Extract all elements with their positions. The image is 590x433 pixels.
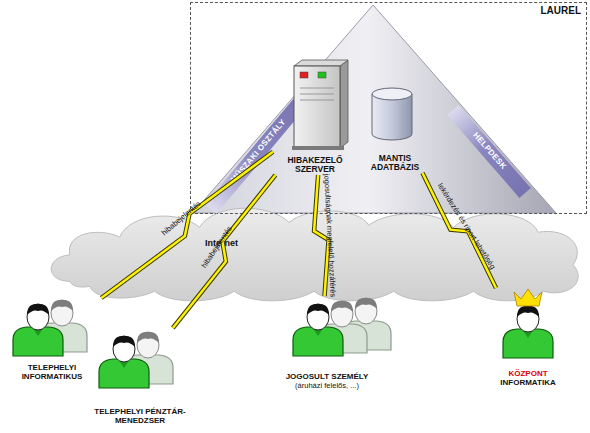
database-node: MANTIS ADATBÁZIS — [357, 87, 433, 173]
actor-node: KÖZPONTINFORMATIKA — [478, 288, 578, 388]
connector-outline — [422, 173, 496, 288]
database-icon — [372, 88, 412, 140]
person-figure — [13, 304, 63, 356]
actor-node: TELEPHELYI INFORMATIKUS — [2, 298, 102, 382]
node-label: JOGOSULT SZEMÉLY — [286, 373, 369, 382]
server-front — [294, 66, 340, 148]
server-led — [318, 72, 326, 78]
node-label: LAUREL — [540, 5, 581, 16]
system-boundary: LAUREL MŰSZAKI OSZTÁLYHIBAKEZELŐ SZERVER M… — [190, 2, 587, 214]
node-label: TELEPHELYI PÉNZTÁR- MENEDZSER — [84, 408, 196, 426]
person-figure — [503, 306, 553, 358]
database-top — [372, 88, 412, 100]
department-band: HELPDESK — [447, 105, 530, 198]
person-figure — [123, 332, 173, 384]
node-label: MANTIS ADATBÁZIS — [360, 154, 430, 173]
connector-line — [422, 173, 496, 288]
person-figure — [341, 298, 391, 350]
node-label: HIBAKEZELŐ SZERVER — [279, 156, 351, 175]
person-figure — [99, 336, 149, 388]
connector-outline — [314, 175, 328, 296]
person-figure — [317, 301, 367, 353]
node-label: TELEPHELYI INFORMATIKUS — [12, 364, 92, 382]
connector-outline — [173, 175, 276, 328]
person-figure — [37, 300, 87, 352]
database-body — [372, 94, 412, 140]
lightning-connector — [173, 175, 276, 328]
server-led — [300, 72, 308, 78]
server-slot — [300, 88, 334, 89]
lightning-connector — [101, 152, 273, 298]
lightning-connector — [314, 175, 328, 296]
node-label: Internet — [205, 238, 238, 248]
server-icon — [292, 60, 348, 150]
actor-node: JOGOSULT SZEMÉLY(áruházi felelős, ...) — [262, 296, 392, 390]
node-label: MŰSZAKI OSZTÁLY — [230, 118, 288, 185]
server-top — [294, 60, 348, 66]
actor-node: TELEPHELYI PÉNZTÁR- MENEDZSER — [80, 328, 200, 426]
node-label: (áruházi felelős, ...) — [295, 382, 359, 390]
lightning-connector — [422, 173, 496, 288]
cloud-outline — [40, 188, 588, 304]
server-node: HIBAKEZELŐ SZERVER — [273, 57, 357, 175]
pyramid-shape — [193, 5, 556, 213]
server-slot — [300, 94, 334, 95]
crown-symbol — [514, 289, 542, 306]
node-label: KÖZPONT — [508, 370, 547, 379]
cloud-shape — [51, 208, 578, 301]
connector-line — [101, 152, 273, 298]
connector-outline — [101, 152, 273, 298]
server-base — [292, 146, 344, 150]
connector-line — [314, 175, 328, 296]
node-label: HELPDESK — [471, 131, 508, 172]
server-side — [340, 60, 348, 148]
connector-line — [173, 175, 276, 328]
node-label: INFORMATIKA — [500, 379, 555, 388]
department-band: MŰSZAKI OSZTÁLY — [205, 89, 313, 214]
network-cloud: Internet — [40, 188, 588, 304]
server-slot — [300, 100, 334, 101]
person-figure — [293, 304, 343, 356]
